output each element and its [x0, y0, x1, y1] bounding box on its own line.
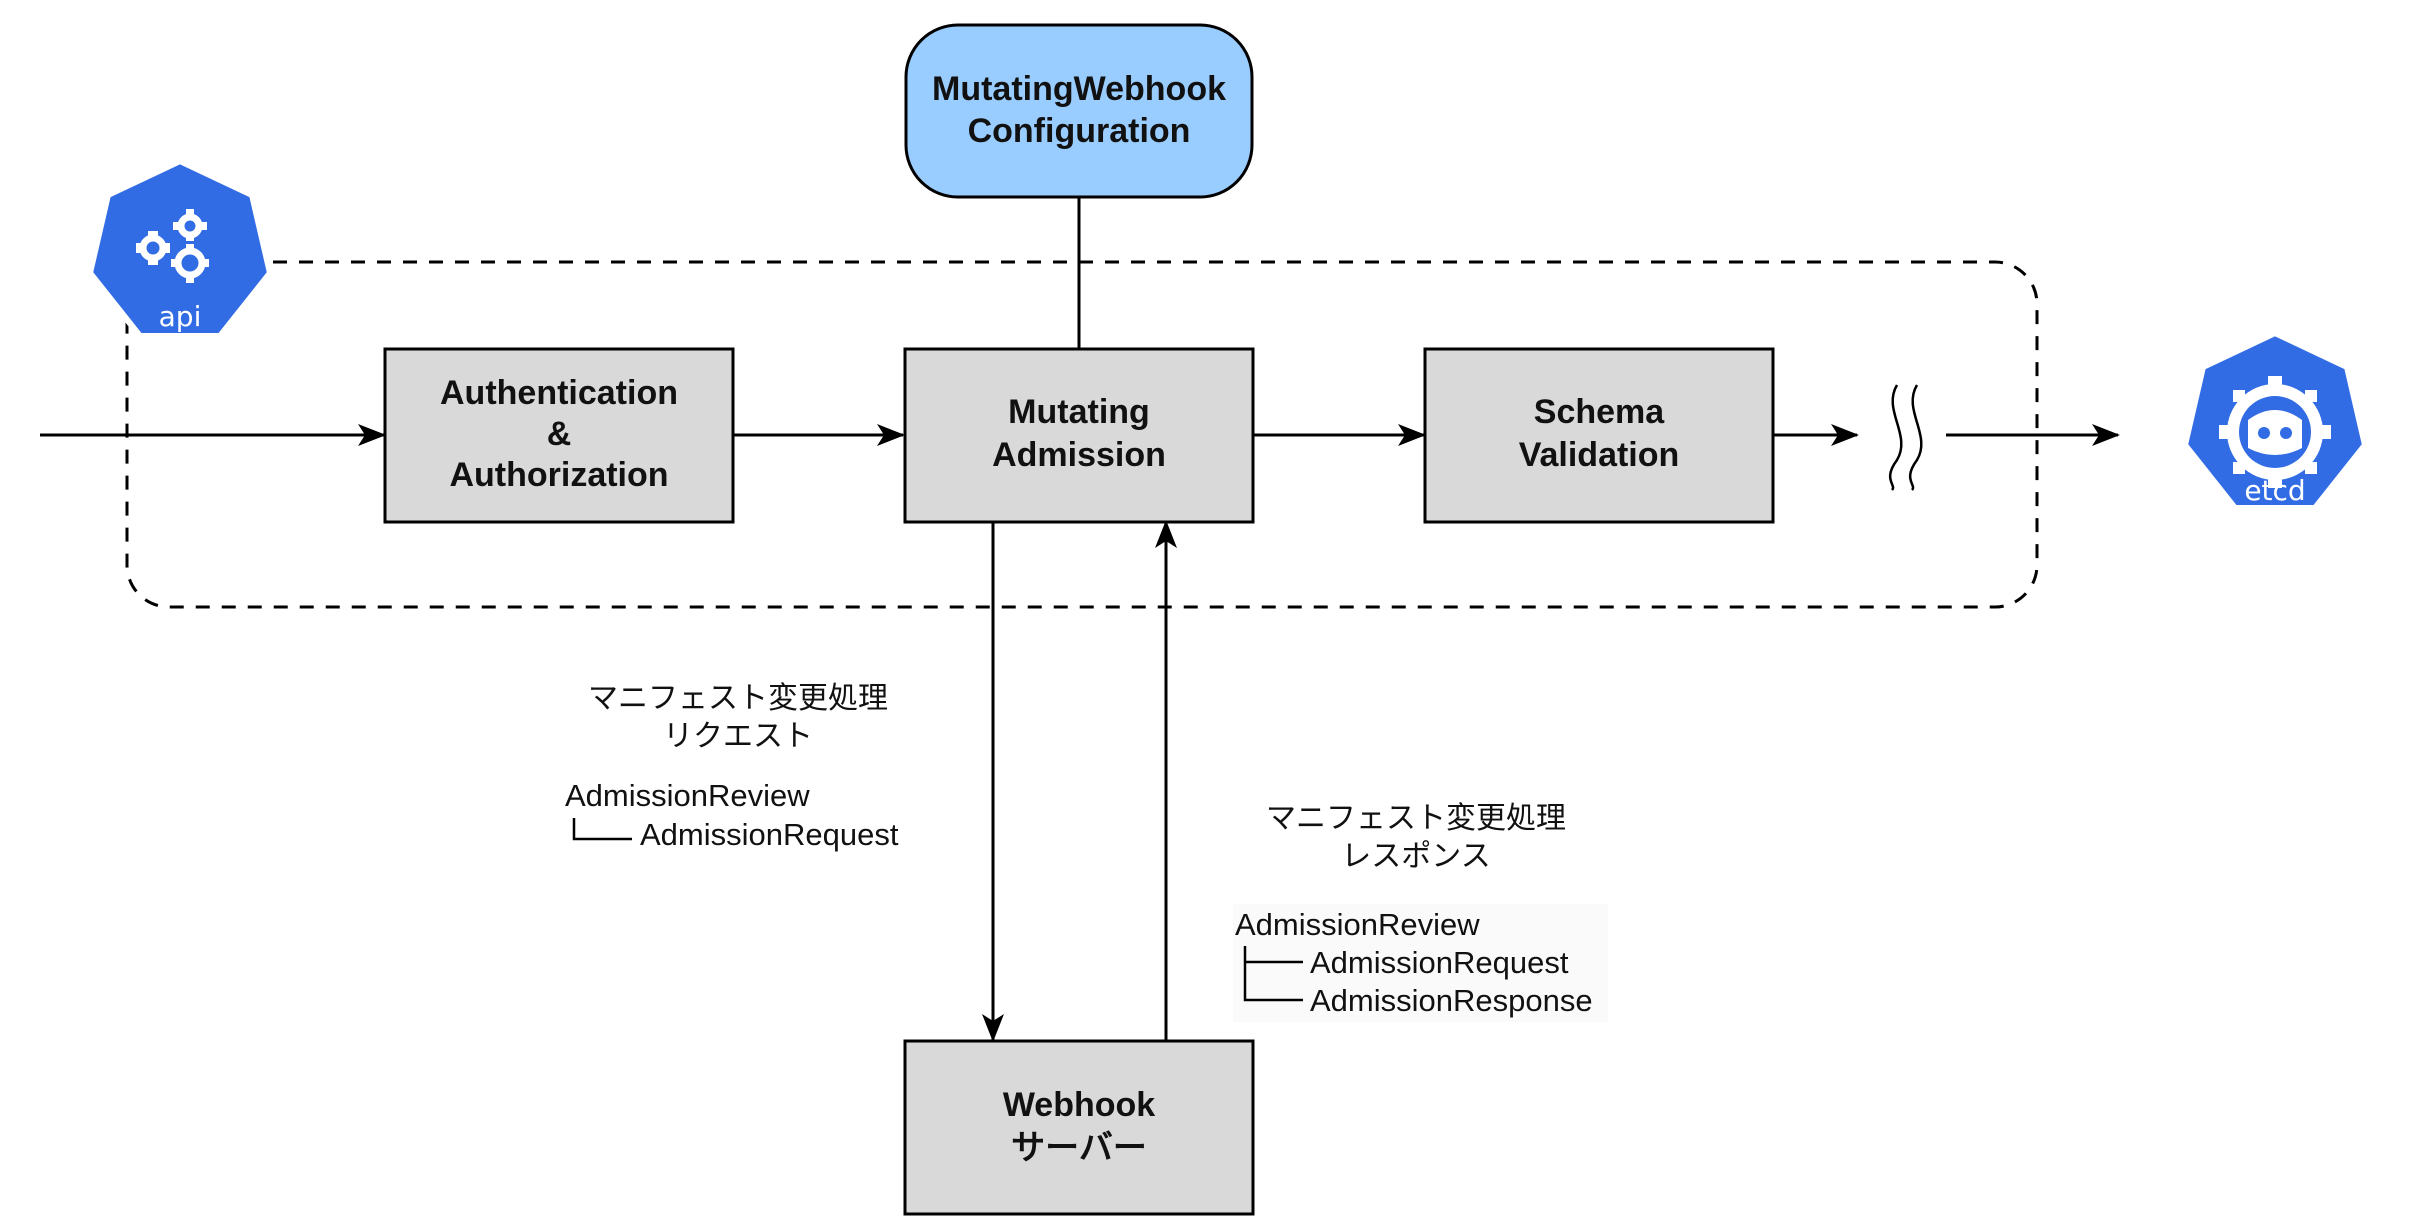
response-tree-branch [1243, 946, 1303, 1002]
webhook-line1: Webhook [1003, 1086, 1155, 1124]
schema-validation-node: Schema Validation [1423, 347, 1775, 524]
schema-line1: Schema [1534, 393, 1665, 431]
api-logo: api [86, 157, 274, 339]
response-label: マニフェスト変更処理 レスポンス AdmissionReview Admissi… [1233, 801, 1608, 1022]
response-tree-root: AdmissionReview [1235, 907, 1480, 942]
request-tree-child: AdmissionRequest [640, 817, 899, 852]
authentication-authorization-node: Authentication & Authorization [383, 347, 735, 524]
request-tree-root: AdmissionReview [565, 778, 810, 813]
webhook-server-node: Webhook サーバー [903, 1039, 1255, 1216]
mutating-line2: Admission [992, 436, 1166, 474]
request-label-line1: マニフェスト変更処理 [588, 681, 888, 716]
request-tree-branch [572, 818, 632, 841]
etcd-logo: etcd [2181, 329, 2369, 511]
api-heptagon [86, 157, 274, 339]
schema-line2: Validation [1519, 436, 1680, 474]
response-tree-child-2: AdmissionResponse [1310, 983, 1593, 1018]
mutating-line1: Mutating [1008, 393, 1150, 431]
config-title-line2: Configuration [968, 112, 1191, 150]
response-label-line2: レスポンス [1341, 839, 1490, 874]
response-tree-child-1: AdmissionRequest [1310, 945, 1569, 980]
config-title-line1: MutatingWebhook [932, 70, 1226, 108]
auth-line3: Authorization [449, 456, 668, 494]
webhook-line2: サーバー [1011, 1129, 1147, 1167]
omission-wave-right [1908, 384, 1923, 491]
etcd-icon [2219, 376, 2331, 488]
auth-line1: Authentication [440, 374, 678, 412]
auth-line2: & [547, 415, 572, 453]
api-logo-label: api [159, 300, 202, 333]
request-label-line2: リクエスト [663, 719, 813, 754]
response-label-line1: マニフェスト変更処理 [1266, 801, 1566, 836]
request-label: マニフェスト変更処理 リクエスト AdmissionReview Admissi… [565, 681, 899, 852]
etcd-logo-label: etcd [2244, 474, 2305, 507]
mutating-webhook-configuration-node: MutatingWebhook Configuration [904, 23, 1254, 199]
mutating-admission-node: Mutating Admission [903, 347, 1255, 524]
omission-wave-left [1888, 384, 1903, 491]
